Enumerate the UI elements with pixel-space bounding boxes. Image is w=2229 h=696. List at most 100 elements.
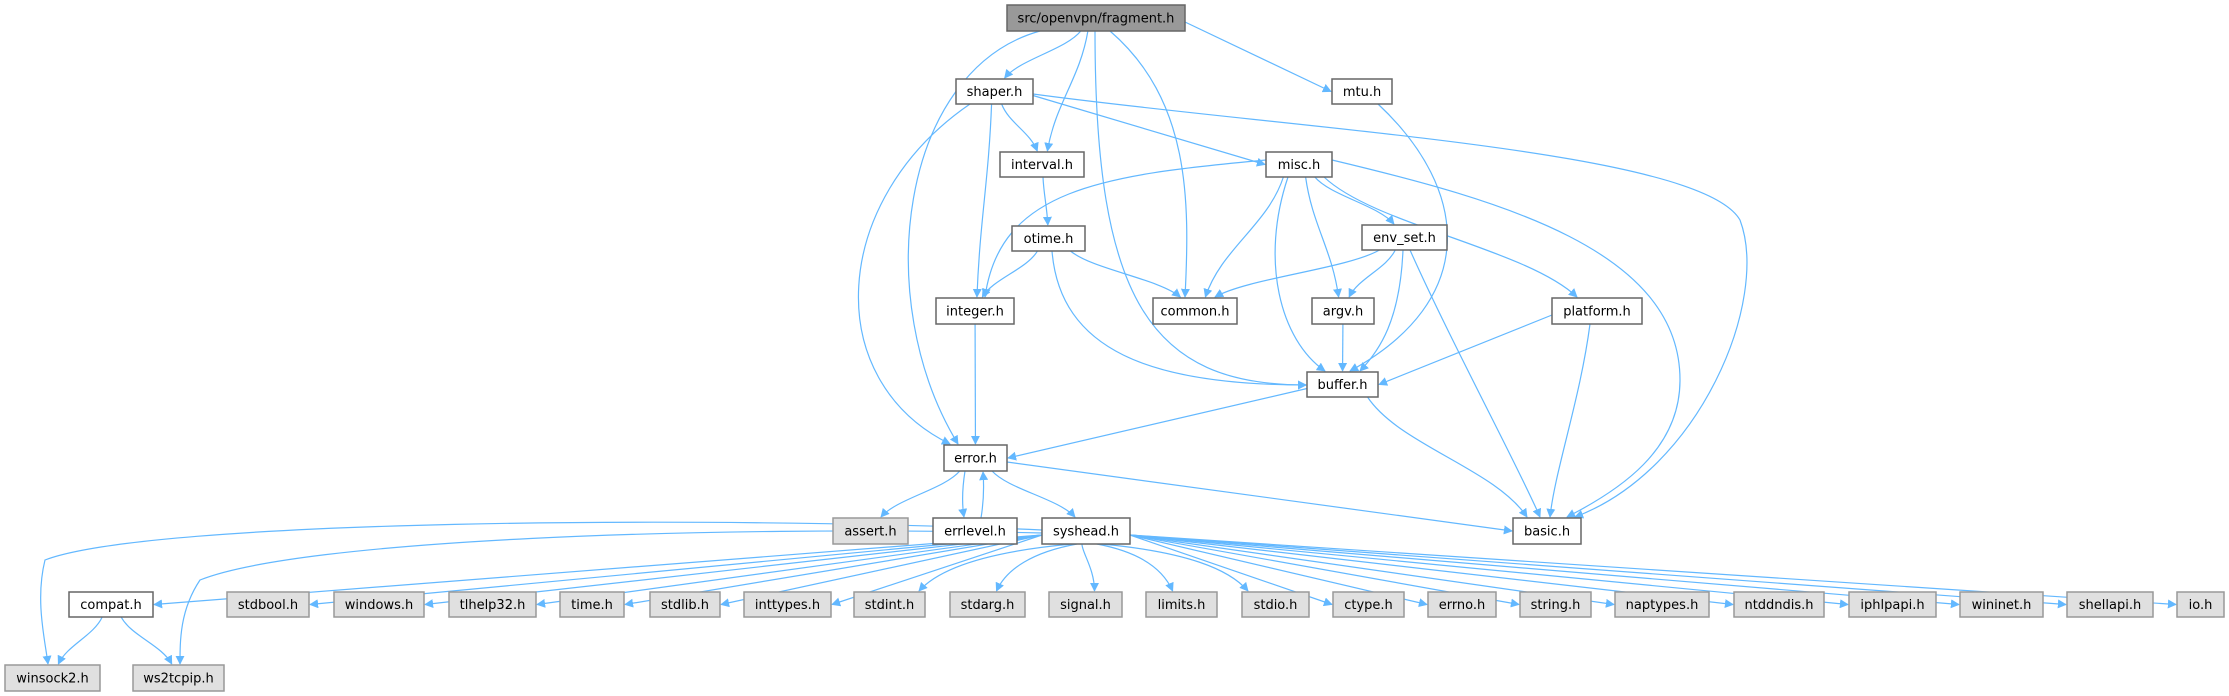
node-box (1306, 371, 1379, 398)
node-misc[interactable]: misc.h (1265, 151, 1333, 178)
node-label: assert.h (844, 525, 896, 540)
node-limits: limits.h (1145, 591, 1218, 618)
node-box (1427, 591, 1497, 618)
edge-error-to-errlevel (958, 470, 968, 518)
edge-buffer-to-basic (1367, 396, 1528, 518)
node-shellapi: shellapi.h (2066, 591, 2154, 618)
node-box (448, 591, 537, 618)
node-inttypes: inttypes.h (743, 591, 832, 618)
node-label: stdlib.h (661, 598, 709, 613)
node-tlhelp32: tlhelp32.h (448, 591, 537, 618)
node-label: common.h (1161, 305, 1230, 320)
node-env-set[interactable]: env_set.h (1361, 224, 1448, 251)
edge-compat-to-ws2tcpip (120, 616, 173, 665)
node-label: windows.h (345, 598, 413, 613)
node-fragment[interactable]: src/openvpn/fragment.h (1006, 4, 1186, 32)
edge-otime-to-integer (981, 250, 1038, 298)
node-box (1006, 4, 1186, 32)
node-mtu[interactable]: mtu.h (1331, 78, 1393, 105)
node-label: signal.h (1060, 598, 1111, 613)
node-string: string.h (1519, 591, 1592, 618)
node-windows: windows.h (333, 591, 425, 618)
node-box (932, 517, 1018, 545)
node-label: otime.h (1024, 232, 1074, 247)
node-label: naptypes.h (1626, 598, 1699, 613)
edge-shaper-to-basic (1032, 93, 1748, 519)
node-box (1733, 591, 1825, 618)
edge-fragment-to-shaper (1004, 30, 1082, 79)
node-box (132, 664, 225, 692)
node-box (1241, 591, 1310, 618)
node-label: error.h (954, 452, 997, 467)
node-error[interactable]: error.h (943, 444, 1008, 472)
node-io: io.h (2176, 591, 2225, 618)
node-label: stdint.h (865, 598, 914, 613)
node-box (943, 444, 1008, 472)
edge-syshead-to-stdbool (309, 534, 1043, 609)
node-box (1145, 591, 1218, 618)
node-box (999, 151, 1085, 178)
node-box (1551, 297, 1643, 325)
node-buffer[interactable]: buffer.h (1306, 371, 1379, 398)
node-ntddndis: ntddndis.h (1733, 591, 1825, 618)
node-box (955, 78, 1034, 105)
edge-shaper-to-interval (1001, 103, 1039, 152)
node-iphlpapi: iphlpapi.h (1848, 591, 1937, 618)
node-box (2066, 591, 2154, 618)
node-wininet: wininet.h (1959, 591, 2044, 618)
node-common[interactable]: common.h (1152, 297, 1238, 325)
node-label: stdbool.h (238, 598, 298, 613)
node-box (1848, 591, 1937, 618)
node-errno: errno.h (1427, 591, 1497, 618)
node-interval[interactable]: interval.h (999, 151, 1085, 178)
node-label: buffer.h (1318, 378, 1368, 393)
node-label: shellapi.h (2079, 598, 2141, 613)
edge-syshead-to-stdio (1101, 543, 1249, 592)
node-basic[interactable]: basic.h (1512, 517, 1582, 545)
edge-fragment-to-interval (1044, 30, 1089, 152)
edge-fragment-to-buffer (1094, 30, 1307, 390)
node-label: syshead.h (1053, 525, 1119, 540)
node-label: misc.h (1278, 158, 1321, 173)
edge-syshead-to-stdint (918, 543, 1073, 592)
edge-misc-to-env_set (1314, 176, 1395, 225)
node-argv[interactable]: argv.h (1311, 297, 1375, 325)
node-label: basic.h (1524, 525, 1570, 540)
node-errlevel[interactable]: errlevel.h (932, 517, 1018, 545)
edge-error-to-assert (880, 470, 961, 518)
node-box (226, 591, 310, 618)
edge-env_set-to-common (1214, 249, 1380, 298)
node-label: wininet.h (1972, 598, 2032, 613)
node-integer[interactable]: integer.h (935, 297, 1015, 325)
node-label: tlhelp32.h (460, 598, 526, 613)
edge-fragment-to-error (907, 30, 1041, 445)
edge-syshead-to-winsock2 (40, 521, 1043, 665)
node-otime[interactable]: otime.h (1011, 225, 1086, 252)
edge-otime-to-common (1070, 250, 1182, 298)
nodes-layer: src/openvpn/fragment.h shaper.h mtu.h inter… (4, 4, 2225, 692)
node-box (1361, 224, 1448, 251)
edge-syshead-to-limits (1096, 543, 1174, 592)
edge-otime-to-buffer (1051, 250, 1307, 390)
node-platform[interactable]: platform.h (1551, 297, 1643, 325)
node-time: time.h (559, 591, 625, 618)
node-label: ctype.h (1344, 598, 1393, 613)
node-label: errlevel.h (944, 525, 1006, 540)
edge-fragment-to-mtu (1184, 21, 1332, 93)
node-box (68, 591, 154, 618)
edge-syshead-to-iphlpapi (1129, 534, 1849, 609)
node-stdbool: stdbool.h (226, 591, 310, 618)
edges-layer (40, 21, 2177, 665)
node-label: limits.h (1158, 598, 1206, 613)
node-compat[interactable]: compat.h (68, 591, 154, 618)
node-shaper[interactable]: shaper.h (955, 78, 1034, 105)
node-label: string.h (1531, 598, 1581, 613)
edge-shaper-to-error (857, 103, 971, 445)
node-ctype: ctype.h (1332, 591, 1405, 618)
edge-env_set-to-basic (1409, 249, 1541, 518)
edge-syshead-to-ws2tcpip (175, 530, 1043, 665)
node-syshead[interactable]: syshead.h (1041, 517, 1131, 545)
node-label: io.h (2189, 598, 2213, 613)
edge-misc-to-basic (1331, 159, 1681, 518)
